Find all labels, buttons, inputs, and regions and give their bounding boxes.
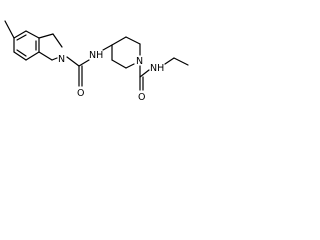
atom-label-n-piperidine: N <box>136 56 143 67</box>
bond <box>125 36 141 45</box>
atom-label-n-indoline: N <box>58 54 65 65</box>
bond <box>16 34 27 41</box>
bond <box>102 44 113 51</box>
bond <box>4 20 15 39</box>
bond <box>13 30 27 39</box>
bond <box>25 51 40 61</box>
atom-label-nh-amide-left: NH <box>89 50 103 61</box>
atom-labels: N O NH N O NH <box>58 50 164 103</box>
atom-label-o-right-carbonyl: O <box>138 92 145 103</box>
bond <box>16 49 27 57</box>
bond <box>78 59 90 67</box>
bond <box>139 69 150 78</box>
bond <box>173 57 189 66</box>
bond <box>25 30 40 39</box>
bond <box>111 59 127 69</box>
chemical-structure-diagram: N O NH N O NH <box>4 20 189 103</box>
atom-label-o-left-carbonyl: O <box>77 88 84 99</box>
bond <box>66 56 80 67</box>
bond <box>164 57 175 65</box>
bond-lines <box>4 20 189 91</box>
bond <box>13 51 27 61</box>
bond <box>125 63 135 69</box>
bond <box>38 33 54 39</box>
bond <box>51 57 58 61</box>
atom-label-nh-amide-right: NH <box>150 63 164 74</box>
bond <box>111 36 127 46</box>
bond <box>52 33 63 48</box>
bond <box>38 51 53 61</box>
